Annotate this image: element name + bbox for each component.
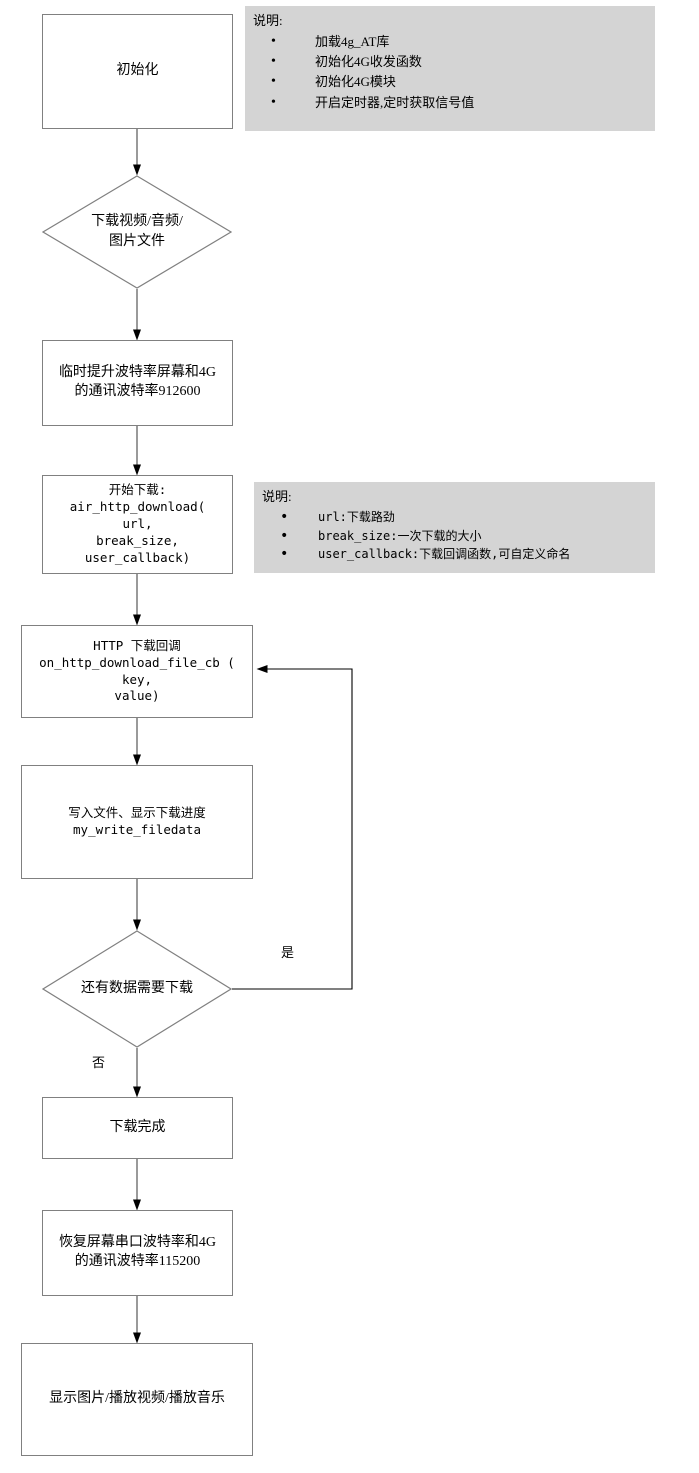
note-download-params-item: user_callback:下载回调函数,可自定义命名 [280,544,647,565]
node-play-media[interactable]: 显示图片/播放视频/播放音乐 [21,1343,253,1456]
node-start-download[interactable]: 开始下载: air_http_download( url, break_size… [42,475,233,574]
node-download-decision[interactable]: 下载视频/音频/ 图片文件 [42,175,232,289]
diamond-shape-icon [42,930,232,1048]
note-init-item: 初始化4G收发函数 [271,51,647,73]
note-download-params: 说明: url:下载路劲 break_size:一次下载的大小 user_cal… [254,482,655,573]
node-restore-baud-label: 恢复屏幕串口波特率和4G 的通讯波特率115200 [58,1235,217,1269]
node-download-complete-label: 下载完成 [109,1119,166,1135]
note-download-params-item: url:下载路劲 [280,507,647,528]
node-init[interactable]: 初始化 [42,14,233,129]
note-init-item: 初始化4G模块 [271,71,647,93]
note-download-params-list: url:下载路劲 break_size:一次下载的大小 user_callbac… [262,507,647,565]
node-download-decision-label: 下载视频/音频/ 图片文件 [91,214,183,249]
edge-label-no: 否 [92,1055,106,1070]
diamond-shape-icon [42,175,232,289]
node-start-download-label: 开始下载: air_http_download( url, break_size… [69,482,206,565]
node-write-file[interactable]: 写入文件、显示下载进度 my_write_filedata [21,765,253,879]
node-init-label: 初始化 [116,63,159,79]
note-init-item: 开启定时器,定时获取信号值 [271,92,647,114]
node-raise-baud[interactable]: 临时提升波特率屏幕和4G 的通讯波特率912600 [42,340,233,426]
note-download-params-title: 说明: [262,489,292,504]
note-init-title: 说明: [253,13,283,28]
note-init: 说明: 加载4g_AT库 初始化4G收发函数 初始化4G模块 开启定时器,定时获… [245,6,655,131]
node-http-callback[interactable]: HTTP 下载回调 on_http_download_file_cb ( key… [21,625,253,718]
node-more-data-decision-label: 还有数据需要下载 [81,981,193,997]
node-download-complete[interactable]: 下载完成 [42,1097,233,1159]
note-init-list: 加载4g_AT库 初始化4G收发函数 初始化4G模块 开启定时器,定时获取信号值 [253,31,647,114]
node-raise-baud-label: 临时提升波特率屏幕和4G 的通讯波特率912600 [58,365,217,399]
node-more-data-decision[interactable]: 还有数据需要下载 [42,930,232,1048]
node-http-callback-label: HTTP 下载回调 on_http_download_file_cb ( key… [39,637,235,704]
node-write-file-label: 写入文件、显示下载进度 my_write_filedata [68,805,206,837]
note-download-params-item: break_size:一次下载的大小 [280,526,647,547]
note-init-item: 加载4g_AT库 [271,31,647,53]
node-restore-baud[interactable]: 恢复屏幕串口波特率和4G 的通讯波特率115200 [42,1210,233,1296]
edge-label-yes: 是 [281,945,295,960]
node-play-media-label: 显示图片/播放视频/播放音乐 [49,1391,225,1407]
